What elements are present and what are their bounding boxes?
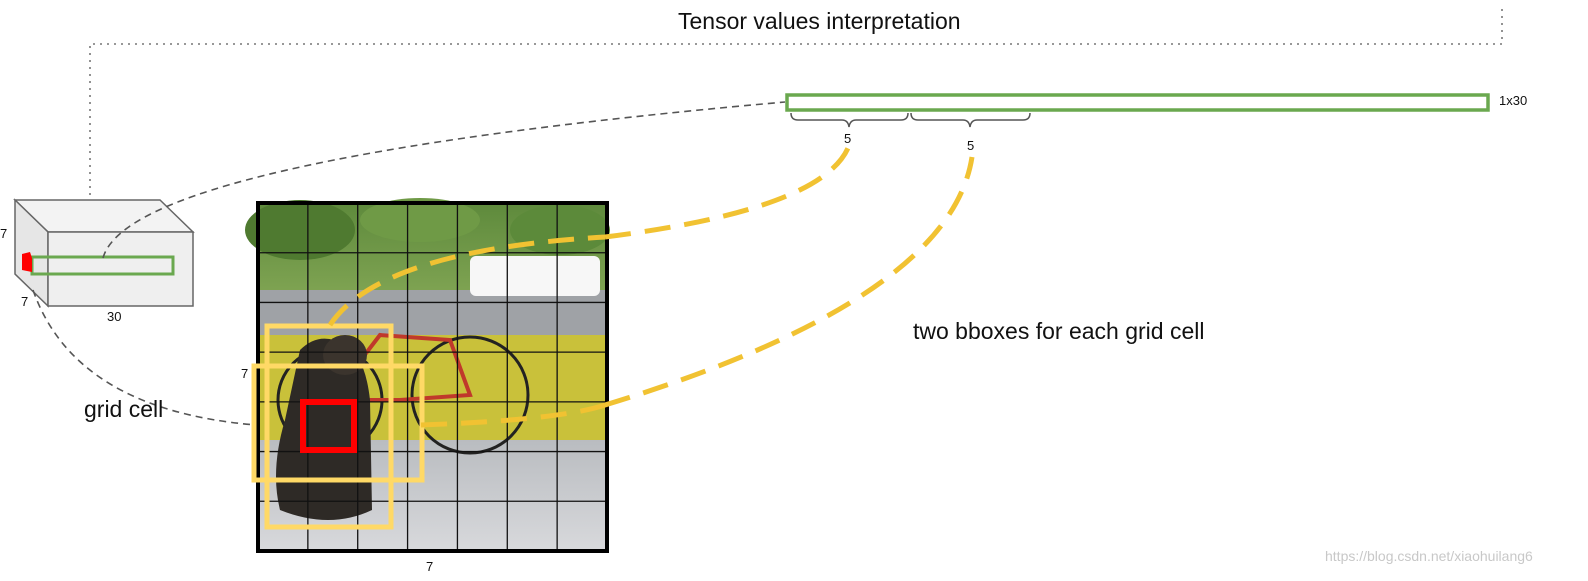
cube-depth-label: 7 xyxy=(21,294,29,309)
grid-cell-label: grid cell xyxy=(84,396,164,422)
tensor-cube xyxy=(13,198,195,308)
watermark: https://blog.csdn.net/xiaohuilang6 xyxy=(1325,548,1533,564)
bbox-1 xyxy=(264,323,394,530)
vector-bar xyxy=(785,93,1490,112)
bbox-connector-2 xyxy=(420,156,975,428)
cube-height-label: 7 xyxy=(0,226,8,241)
image-width-label: 7 xyxy=(426,559,434,574)
bboxes-label: two bboxes for each grid cell xyxy=(913,318,1205,344)
input-image xyxy=(245,198,610,553)
title-bracket-line xyxy=(89,5,1503,195)
segment-1-size-label: 5 xyxy=(844,131,852,146)
diagram-title: Tensor values interpretation xyxy=(678,8,961,34)
cube-width-label: 30 xyxy=(107,309,122,324)
cube-cell-marker xyxy=(22,252,32,272)
image-grid xyxy=(258,203,607,551)
grid-cell-connector xyxy=(32,289,257,426)
vector-connector xyxy=(102,101,786,259)
brace-1 xyxy=(790,112,909,128)
bbox-connector-1 xyxy=(327,146,851,327)
segment-2-size-label: 5 xyxy=(967,138,975,153)
vector-size-label: 1x30 xyxy=(1499,93,1528,108)
brace-2 xyxy=(910,112,1031,128)
image-height-label: 7 xyxy=(241,366,249,381)
grid-cell-highlight xyxy=(300,399,357,453)
